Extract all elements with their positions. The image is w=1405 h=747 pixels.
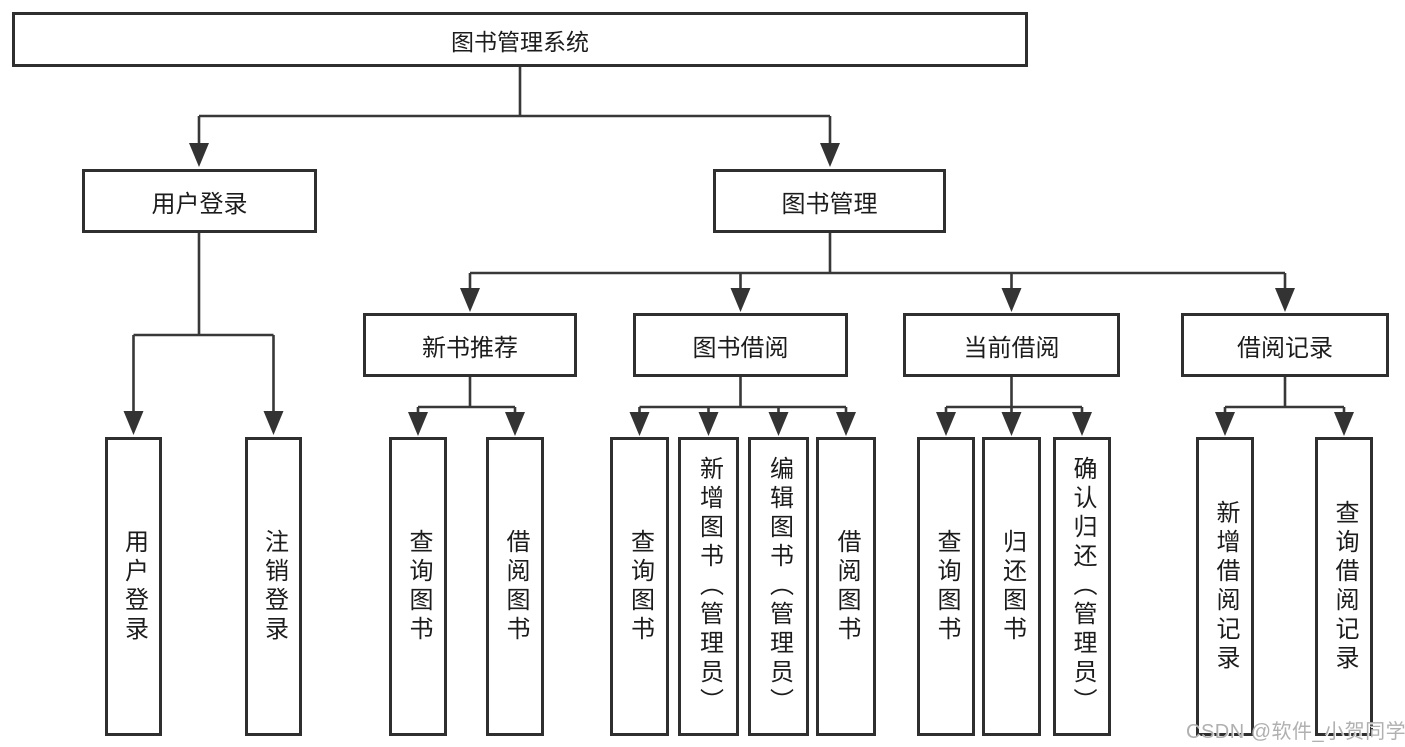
leaf-query-borrow-record: 查询借阅记录 [1315, 437, 1373, 736]
node-new-book-recommendation: 新书推荐 [363, 313, 577, 377]
leaf-add-books-admin: 新增图书（管理员） [678, 437, 739, 736]
node-root: 图书管理系统 [12, 12, 1028, 67]
leaf-confirm-return-admin: 确认归还（管理员） [1053, 437, 1111, 736]
leaf-return-books: 归还图书 [982, 437, 1041, 736]
leaf-user-login: 用户登录 [105, 437, 162, 736]
leaf-logout: 注销登录 [245, 437, 302, 736]
leaf-query-books-2: 查询图书 [610, 437, 669, 736]
node-book-borrowing: 图书借阅 [633, 313, 848, 377]
leaf-borrow-books-2: 借阅图书 [816, 437, 876, 736]
leaf-borrow-books-1: 借阅图书 [486, 437, 544, 736]
watermark: CSDN @软件_小贺同学 [1186, 721, 1405, 743]
leaf-edit-books-admin: 编辑图书（管理员） [748, 437, 809, 736]
leaf-add-borrow-record: 新增借阅记录 [1196, 437, 1254, 736]
node-user-login: 用户登录 [82, 169, 317, 233]
node-book-management: 图书管理 [713, 169, 946, 233]
node-borrowing-records: 借阅记录 [1181, 313, 1389, 377]
leaf-query-books-1: 查询图书 [389, 437, 447, 736]
leaf-query-books-3: 查询图书 [917, 437, 975, 736]
node-current-borrowing: 当前借阅 [903, 313, 1120, 377]
